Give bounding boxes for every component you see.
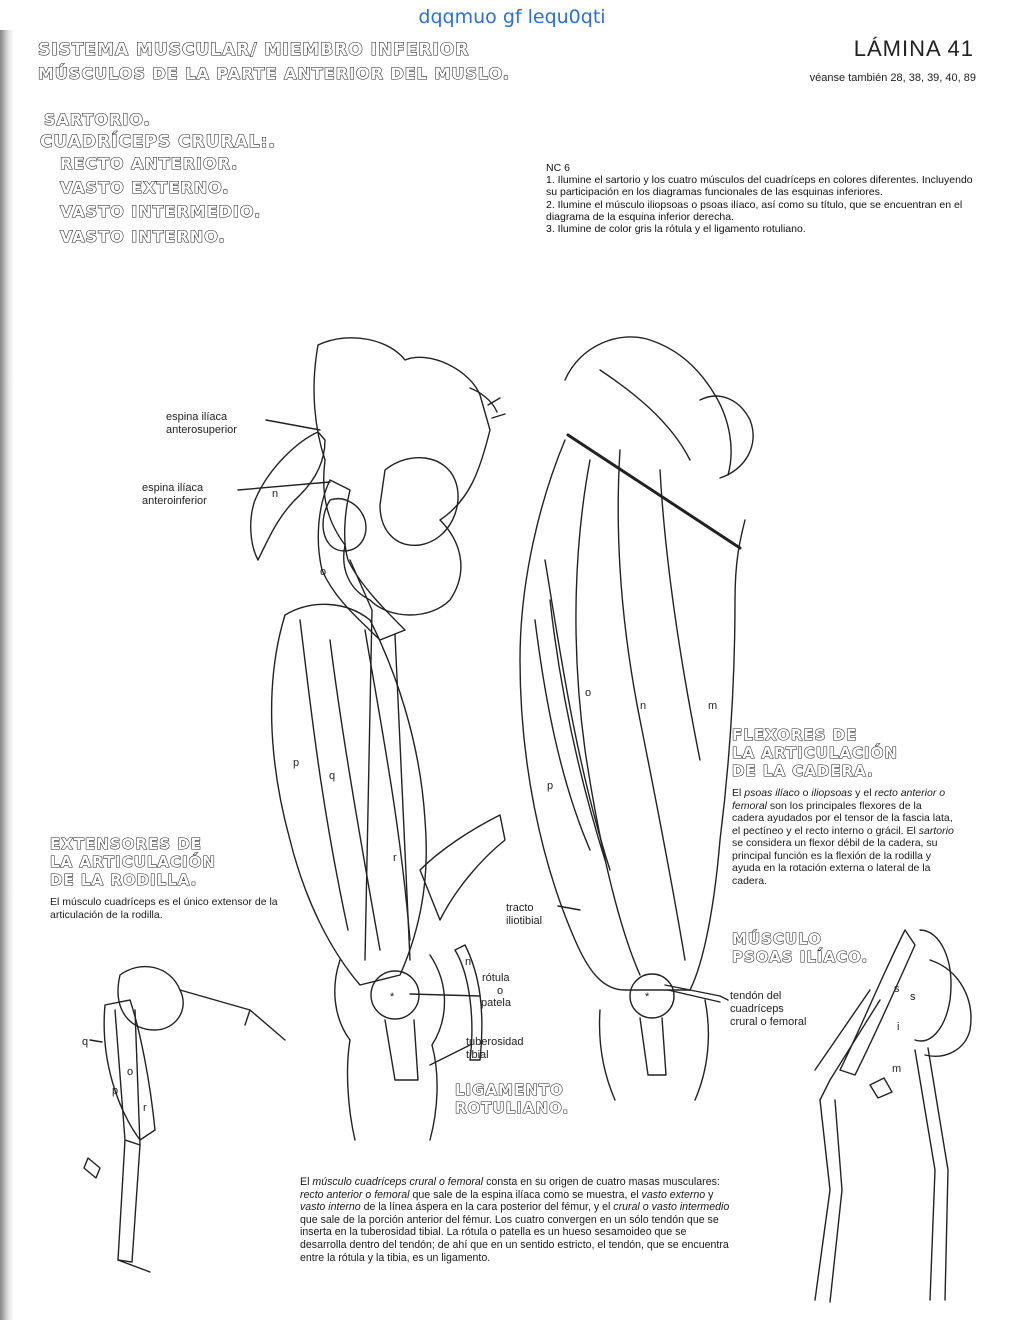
- label-tracto-2: iliotibial: [506, 915, 543, 927]
- label-tendon-2: cuadríceps: [730, 1003, 784, 1015]
- patella-right: [629, 973, 675, 1019]
- psoas-title-1: Músculo: [731, 930, 822, 948]
- pelvis-left: [313, 337, 491, 616]
- letter-r-left: r: [393, 852, 397, 864]
- label-tendon-3: crural o femoral: [730, 1016, 807, 1028]
- header-title: Sistema muscular/ miembro inferior: [37, 40, 470, 60]
- letter-r-mini: r: [143, 1102, 147, 1114]
- ligamento-title-1: Ligamento: [454, 1081, 564, 1099]
- label-espina-anterosuperior-1: espina ilíaca: [166, 411, 228, 423]
- inguinal-band: [566, 433, 742, 550]
- plate-number: LÁMINA 41: [853, 36, 974, 61]
- title-recto-anterior: Recto anterior.: [59, 154, 239, 173]
- psoas-title-2: psoas ilíaco.: [731, 948, 869, 966]
- quadriceps-left: [270, 603, 427, 986]
- instructions-item-1: 1. Ilumine el sartorio y los cuatro músc…: [546, 174, 973, 199]
- letter-m-mini: m: [892, 1063, 902, 1075]
- mini-skeleton-right: [914, 929, 952, 1042]
- quadriceps-description: El músculo cuadríceps crural o femoral c…: [300, 1176, 730, 1264]
- letter-o-left: o: [320, 566, 327, 578]
- extensores-title-3: de la rodilla.: [49, 871, 198, 889]
- page-scan-edge: [0, 30, 14, 1320]
- instructions-item-2: 2. Ilumine el músculo iliopsoas o psoas …: [546, 198, 963, 223]
- flexores-title-1: Flexores de: [731, 726, 858, 744]
- letter-o-mini: o: [127, 1066, 134, 1078]
- label-tendon-1: tendón del: [730, 990, 782, 1002]
- letter-n-right: n: [640, 700, 647, 712]
- mini-psoas-right: [839, 929, 916, 1076]
- flexores-title-2: la articulación: [731, 744, 898, 762]
- star-patella-right: *: [645, 991, 650, 1003]
- see-also-references: véanse también 28, 38, 39, 40, 89: [809, 72, 976, 84]
- label-tuberosidad-2: tibial: [466, 1049, 489, 1061]
- instructions-item-3: 3. Ilumine de color gris la rótula y el …: [546, 223, 806, 236]
- title-cuadriceps: Cuadríceps crural:.: [39, 132, 276, 152]
- extensores-title-2: la articulación: [49, 853, 216, 871]
- label-espina-anteroinferior-2: anteroinferior: [142, 495, 207, 507]
- label-tuberosidad-1: tuberosidad: [466, 1036, 524, 1048]
- letter-i-mini: i: [897, 1021, 900, 1033]
- label-rotula-1: rótula: [482, 972, 510, 984]
- star-patella-left: *: [390, 991, 395, 1003]
- letter-n-left-lower: n: [465, 956, 472, 968]
- letter-o-right: o: [585, 687, 592, 699]
- extensores-body: El músculo cuadríceps es el único extens…: [50, 896, 278, 921]
- label-espina-anterosuperior-2: anterosuperior: [166, 424, 237, 436]
- watermark-text: dqqmuo gf lequ0qti: [418, 6, 606, 28]
- letter-q-left: q: [329, 770, 336, 782]
- letter-s-mini-1: s: [894, 983, 900, 995]
- ligamento-title-2: rotuliano.: [454, 1099, 570, 1117]
- mini-quadriceps-left: [103, 999, 156, 1141]
- coloring-instructions: NC 6 1. Ilumine el sartorio y los cuatro…: [546, 162, 978, 235]
- letter-p-mini: p: [112, 1085, 119, 1097]
- patella-left: [370, 970, 420, 1020]
- letter-s-mini-2: s: [910, 991, 916, 1003]
- label-tracto-1: tracto: [506, 902, 534, 914]
- title-vasto-intermedio: Vasto intermedio.: [59, 202, 262, 221]
- title-sartorio: Sartorio.: [43, 110, 151, 129]
- letter-n-left: n: [272, 488, 279, 500]
- flexores-title-3: de la cadera.: [731, 762, 874, 780]
- letter-p-right: p: [547, 780, 554, 792]
- rectus-origin-left: [317, 479, 406, 641]
- label-espina-anteroinferior-1: espina ilíaca: [142, 482, 204, 494]
- title-vasto-interno: Vasto interno.: [59, 227, 226, 246]
- title-vasto-externo: Vasto externo.: [59, 178, 230, 197]
- extensores-title-1: Extensores de: [49, 835, 202, 853]
- letter-m-right: m: [708, 700, 718, 712]
- instructions-code: NC 6: [546, 162, 570, 174]
- thigh-outline-right: [519, 439, 746, 991]
- pelvis-right: [564, 336, 732, 476]
- letter-q-mini: q: [82, 1036, 89, 1048]
- flexores-body: El psoas ilíaco o iliopsoas y el recto a…: [732, 787, 954, 887]
- label-rotula-3: patela: [481, 997, 511, 1009]
- sartorius-left: [250, 431, 326, 561]
- letter-p-left: p: [293, 757, 300, 769]
- label-rotula-2: o: [497, 985, 504, 997]
- header-subtitle: Músculos de la parte anterior del muslo.: [37, 64, 510, 83]
- mini-skeleton-left: [117, 965, 184, 1031]
